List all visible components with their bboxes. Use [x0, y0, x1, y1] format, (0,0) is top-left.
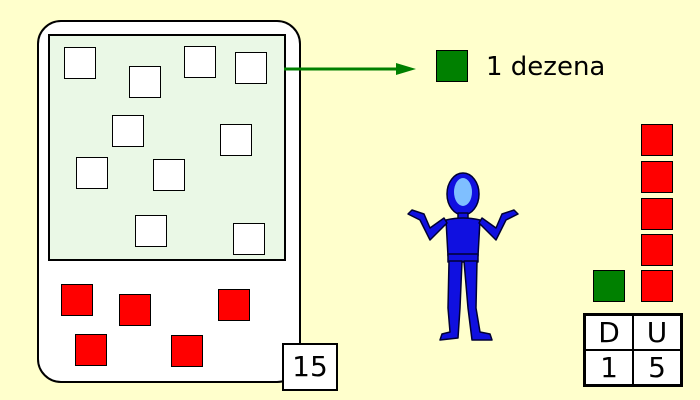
units-stack-square [641, 234, 673, 266]
grouped-unit-square [112, 115, 144, 147]
place-value-table: D U 1 5 [583, 313, 683, 387]
units-digit: 5 [633, 350, 681, 385]
tens-digit: 1 [585, 350, 633, 385]
units-stack-square [641, 270, 673, 302]
ten-label: 1 dezena [486, 52, 606, 82]
ten-block-square [436, 50, 468, 82]
loose-unit-square [218, 289, 250, 321]
grouped-unit-square [235, 52, 267, 84]
total-count-box: 15 [282, 343, 338, 391]
grouped-unit-square [153, 159, 185, 191]
grouped-unit-square [135, 215, 167, 247]
units-stack-square [641, 124, 673, 156]
loose-unit-square [75, 334, 107, 366]
grouped-unit-square [233, 223, 265, 255]
grouped-unit-square [184, 46, 216, 78]
grouped-unit-square [64, 47, 96, 79]
shrugging-person-icon [407, 172, 519, 341]
right-arrow-icon [284, 63, 416, 75]
loose-unit-square [119, 294, 151, 326]
loose-unit-square [171, 335, 203, 367]
loose-unit-square [61, 284, 93, 316]
tens-header: D [585, 315, 633, 350]
grouped-unit-square [76, 157, 108, 189]
units-stack-square [641, 161, 673, 193]
tens-stack-square [593, 270, 625, 302]
units-stack-square [641, 198, 673, 230]
grouped-unit-square [129, 66, 161, 98]
grouped-unit-square [220, 124, 252, 156]
units-header: U [633, 315, 681, 350]
